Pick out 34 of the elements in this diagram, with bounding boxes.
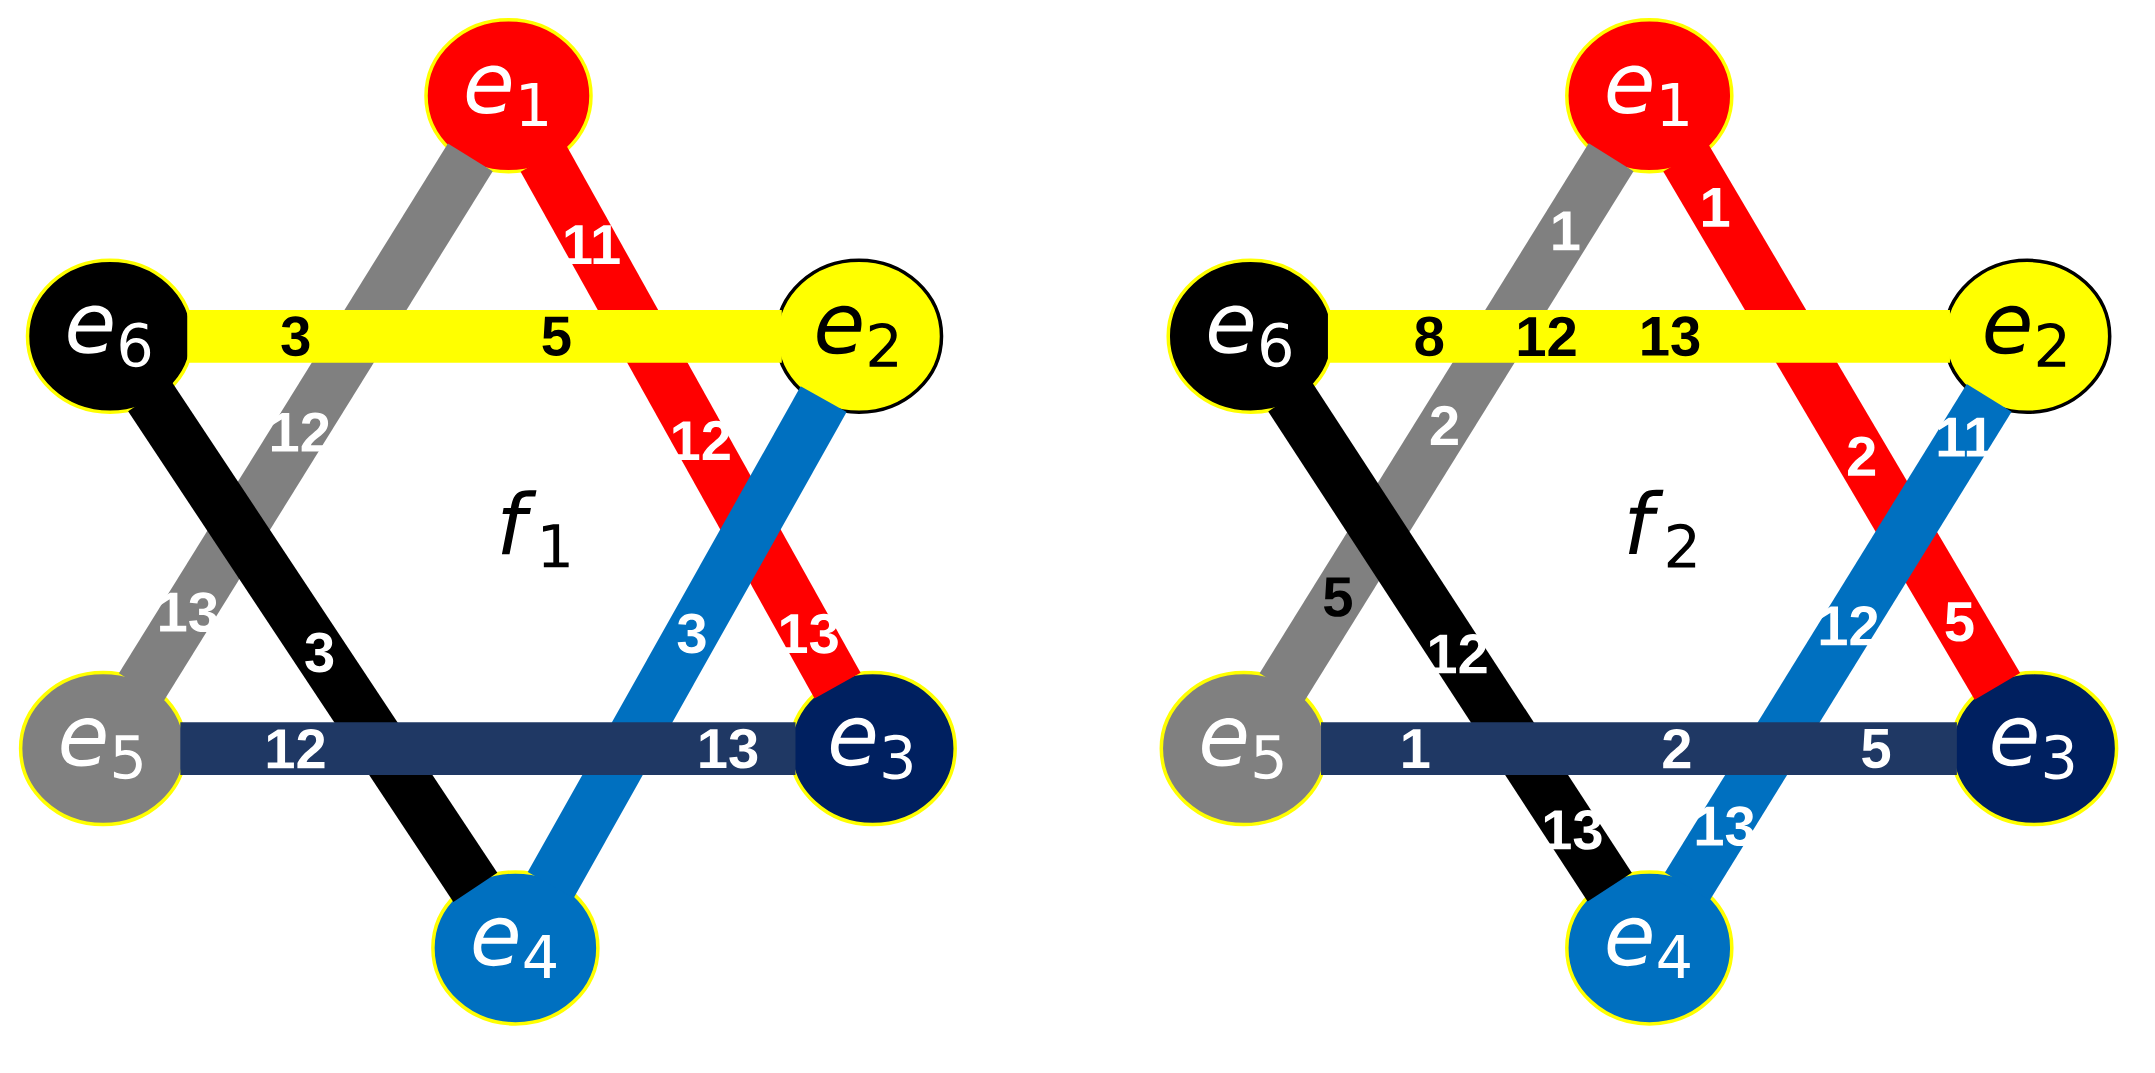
band-number: 11 [565, 225, 620, 264]
face-label: f$_{2}$ [1628, 489, 1696, 568]
band-number: 13 [700, 728, 758, 769]
band-number: 5 [1945, 602, 1974, 642]
band-number: 2 [1430, 405, 1458, 446]
band [520, 145, 861, 699]
band-number: 12 [1518, 316, 1576, 356]
band-number: 1 [1403, 729, 1430, 768]
band-number: 1 [1553, 211, 1580, 251]
band-number: 13 [1642, 316, 1700, 357]
band-number: 1 [1703, 188, 1730, 227]
band-number: 2 [1848, 436, 1876, 476]
band-number: 2 [1663, 729, 1691, 769]
band-number: 3 [281, 316, 310, 357]
band [527, 386, 847, 898]
band-number: 5 [1862, 728, 1891, 769]
band-number: 11 [1938, 417, 1993, 457]
band [1327, 309, 1950, 363]
band-number: 12 [267, 729, 325, 769]
band-number: 3 [305, 632, 334, 673]
band [180, 722, 796, 775]
band-number: 8 [1415, 316, 1444, 357]
band-number: 5 [542, 316, 571, 356]
band [118, 143, 493, 701]
band-number: 5 [1323, 577, 1352, 617]
band [1259, 143, 1634, 701]
band-number: 3 [677, 613, 706, 654]
band [1321, 722, 1957, 775]
face-label: f$_{1}$ [501, 490, 569, 568]
band [1268, 382, 1632, 902]
band [128, 382, 498, 902]
band [187, 309, 782, 363]
band [1663, 144, 2021, 700]
band [1664, 384, 2012, 901]
